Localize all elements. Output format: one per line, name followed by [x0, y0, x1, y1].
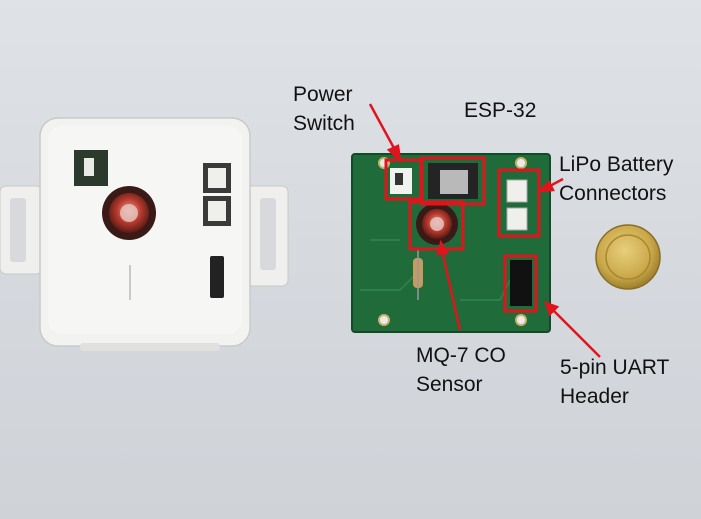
- coin-icon: [595, 224, 661, 290]
- lipo-label: LiPo Battery Connectors: [559, 153, 674, 205]
- esp32-label: ESP-32: [464, 99, 537, 122]
- uart-label: 5-pin UART Header: [560, 356, 670, 408]
- mq7-label: MQ-7 CO Sensor: [416, 344, 506, 396]
- enclosure-icon: [0, 117, 289, 351]
- lipo-highlight: [497, 168, 541, 238]
- mq7-highlight: [408, 200, 465, 251]
- power-switch-label: Power Switch: [293, 83, 355, 135]
- pcb-board-icon: [351, 153, 551, 333]
- uart-highlight: [503, 254, 538, 313]
- esp32-highlight: [420, 156, 486, 206]
